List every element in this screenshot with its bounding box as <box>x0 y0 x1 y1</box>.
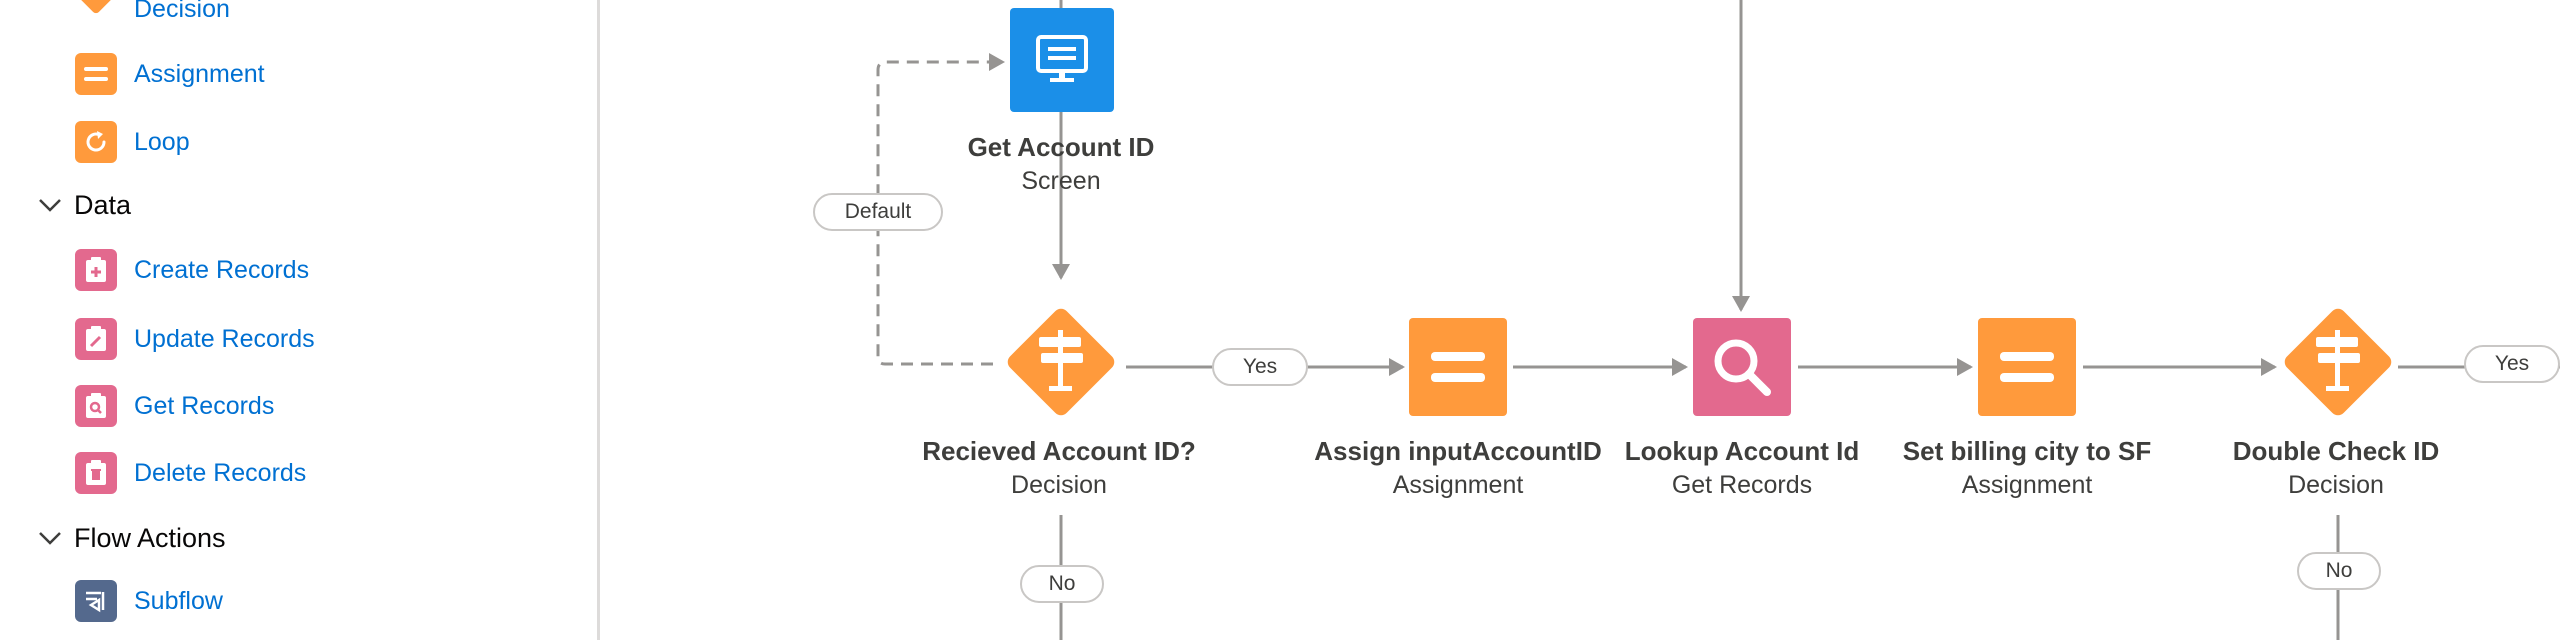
connector-label-default[interactable]: Default <box>813 193 943 231</box>
loop-icon <box>75 121 117 163</box>
connector-label-no[interactable]: No <box>1020 565 1104 603</box>
decision-icon <box>1007 308 1115 416</box>
connectors-layer <box>876 0 2560 640</box>
node-label-get-account-id: Get Account ID Screen <box>967 132 1155 195</box>
assignment-icon <box>75 53 117 95</box>
toolbox-item-create-records[interactable]: Create Records <box>75 249 309 291</box>
toolbox-item-loop[interactable]: Loop <box>75 121 190 163</box>
node-label-received-account-id: Recieved Account ID? Decision <box>922 436 1196 499</box>
decision-icon <box>2284 308 2392 416</box>
assignment-icon <box>2000 352 2054 382</box>
subflow-icon <box>75 580 117 622</box>
create-records-icon <box>75 249 117 291</box>
toolbox-item-decision[interactable]: Decision <box>75 0 230 30</box>
node-received-account-id[interactable] <box>999 300 1123 424</box>
node-set-billing-city[interactable] <box>1978 318 2076 416</box>
toolbox-item-subflow[interactable]: Subflow <box>75 580 223 622</box>
node-lookup-account-id[interactable] <box>1693 318 1791 416</box>
toolbox-item-delete-records[interactable]: Delete Records <box>75 452 306 494</box>
update-records-icon <box>75 318 117 360</box>
node-label-double-check: Double Check ID Decision <box>2232 436 2440 499</box>
node-label-set-billing-city: Set billing city to SF Assignment <box>1902 436 2152 499</box>
node-label-lookup-account: Lookup Account Id Get Records <box>1624 436 1860 499</box>
node-assign-input-account-id[interactable] <box>1409 318 1507 416</box>
delete-records-icon <box>75 452 117 494</box>
flow-canvas[interactable]: Get Account ID Screen Recieved Account I… <box>603 0 2560 640</box>
connector-label-yes-2[interactable]: Yes <box>2464 345 2560 383</box>
screen-icon <box>1036 35 1088 82</box>
get-records-icon <box>75 385 117 427</box>
connector-label-yes[interactable]: Yes <box>1212 348 1308 386</box>
section-header-data[interactable]: Data <box>36 185 131 225</box>
toolbox-sidebar: Decision Assignment Loop Data Create Rec… <box>0 0 600 640</box>
decision-icon <box>75 0 117 30</box>
node-double-check-id[interactable] <box>2276 300 2400 424</box>
toolbox-item-assignment[interactable]: Assignment <box>75 53 265 95</box>
chevron-down-icon <box>39 199 61 212</box>
node-get-account-id[interactable] <box>1010 8 1114 112</box>
chevron-down-icon <box>39 532 61 545</box>
connector-label-no-2[interactable]: No <box>2297 552 2381 590</box>
toolbox-item-get-records[interactable]: Get Records <box>75 385 274 427</box>
section-header-flow-actions[interactable]: Flow Actions <box>36 518 226 558</box>
assignment-icon <box>1431 352 1485 382</box>
search-icon <box>1714 339 1771 396</box>
node-label-assign-input: Assign inputAccountID Assignment <box>1314 436 1602 499</box>
toolbox-item-update-records[interactable]: Update Records <box>75 318 315 360</box>
